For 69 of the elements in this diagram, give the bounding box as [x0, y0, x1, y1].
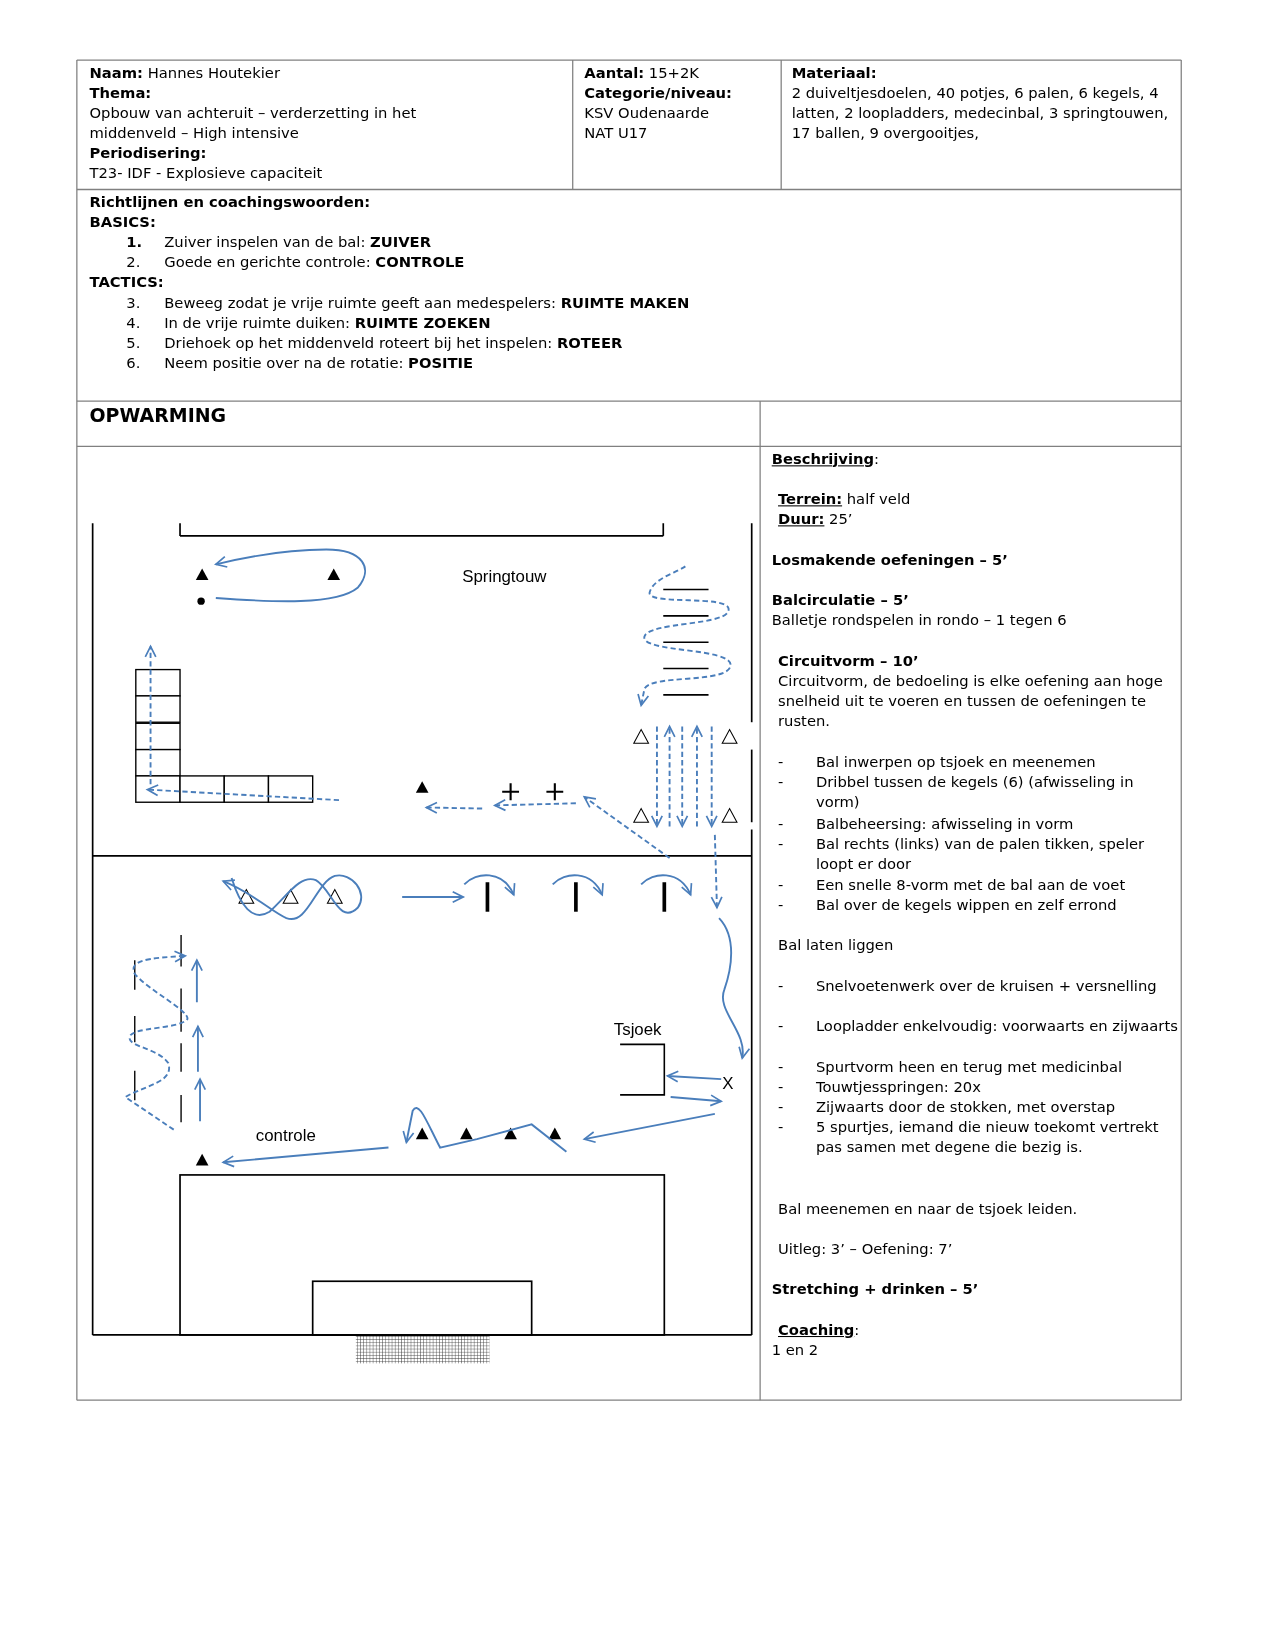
info-text: Circuitvorm, de bedoeling is elke oefening aan hoge snelheid uit te voeren en tussen de oefeningen te rusten. — [778, 671, 1164, 732]
info-text: Terrein: half veld — [778, 489, 912, 509]
list-item: Bal rechts (links) van de palen tikken, speler loopt er door — [815, 833, 1146, 874]
bullet-marker: - — [778, 1015, 785, 1036]
drawing-label: Tsjoek — [613, 1019, 663, 1041]
bullet-marker: - — [778, 1096, 785, 1117]
list-item: Snelvoetenwerk over de kruisen + versnelling — [815, 975, 1158, 996]
info-text: Bal meenemen en naar de tsjoek leiden. — [778, 1198, 1079, 1219]
list-number: 5. — [126, 333, 142, 354]
section-heading: BASICS: — [89, 212, 157, 233]
section-heading: Balcirculatie – 5’ — [771, 590, 910, 610]
section-heading: Beschrijving: — [771, 449, 880, 469]
info-text: Opbouw van achteruit – verderzetting in het middenveld – High intensive — [89, 102, 418, 143]
list-number: 6. — [126, 353, 142, 374]
list-item: Spurtvorm heen en terug met medicinbal — [815, 1056, 1124, 1077]
bullet-marker: - — [778, 772, 785, 793]
list-item: Bal inwerpen op tsjoek en meenemen — [815, 752, 1097, 773]
info-text: 1 en 2 — [771, 1339, 820, 1360]
section-heading: Coaching: — [778, 1319, 861, 1340]
list-item: Bal over de kegels wippen en zelf errond — [815, 894, 1118, 915]
drawing-label: Springtouw — [462, 566, 548, 588]
info-text: Duur: 25’ — [778, 509, 854, 529]
bullet-marker: - — [778, 813, 785, 834]
info-text: KSV Oudenaarde — [584, 102, 711, 123]
section-heading: OPWARMING — [89, 404, 228, 428]
section-heading: Thema: — [89, 82, 153, 103]
info-text: T23- IDF - Explosieve capaciteit — [89, 162, 324, 183]
list-item: Zuiver inspelen van de bal: ZUIVER — [164, 232, 433, 253]
bullet-marker: - — [778, 1116, 785, 1137]
list-number: 3. — [126, 293, 142, 314]
list-item: Driehoek op het middenveld roteert bij het inspelen: ROTEER — [164, 333, 624, 354]
list-number: 1. — [126, 232, 144, 253]
list-item: 5 spurtjes, iemand die nieuw toekomt vertrekt pas samen met degene die bezig is. — [815, 1116, 1160, 1157]
info-text: Uitleg: 3’ – Oefening: 7’ — [778, 1238, 954, 1259]
section-heading: Periodisering: — [89, 142, 208, 163]
info-text: Aantal: 15+2K — [584, 62, 700, 83]
section-heading: TACTICS: — [89, 272, 165, 293]
drawing-label: controle — [255, 1125, 317, 1147]
bullet-marker: - — [778, 1056, 785, 1077]
bullet-marker: - — [778, 833, 785, 854]
section-heading: Stretching + drinken – 5’ — [771, 1278, 980, 1299]
section-heading: Losmakende oefeningen – 5’ — [771, 550, 1009, 570]
info-text: Naam: Hannes Houtekier — [89, 62, 281, 83]
bullet-marker: - — [778, 752, 785, 773]
section-heading: Circuitvorm – 10’ — [778, 651, 920, 672]
info-text: Balletje rondspelen in rondo – 1 tegen 6 — [771, 610, 1068, 630]
list-item: Zijwaarts door de stokken, met overstap — [815, 1096, 1117, 1117]
section-heading: Materiaal: — [791, 62, 878, 83]
list-number: 2. — [126, 252, 142, 273]
list-item: Een snelle 8-vorm met de bal aan de voet — [815, 874, 1127, 895]
bullet-marker: - — [778, 1076, 785, 1097]
bullet-marker: - — [778, 874, 785, 895]
list-item: Loopladder enkelvoudig: voorwaarts en zijwaarts — [815, 1015, 1179, 1036]
info-text: 2 duiveltjesdoelen, 40 potjes, 6 palen, 6 kegels, 4 latten, 2 loopladders, medecinbal, 3 springtouwen, 17 ballen, 9 overgooitjes, — [791, 82, 1170, 143]
list-item: Touwtjesspringen: 20x — [815, 1076, 982, 1097]
list-item: Dribbel tussen de kegels (6) (afwisseling in vorm) — [815, 772, 1135, 813]
bullet-marker: - — [778, 975, 785, 996]
list-item: Neem positie over na de rotatie: POSITIE — [164, 353, 475, 374]
list-item: Goede en gerichte controle: CONTROLE — [164, 252, 466, 273]
list-item: Beweeg zodat je vrije ruimte geeft aan medespelers: RUIMTE MAKEN — [164, 293, 691, 314]
drawing-label: X — [722, 1072, 735, 1094]
section-heading: Categorie/niveau: — [584, 82, 733, 103]
list-item: Balbeheersing: afwisseling in vorm — [815, 813, 1075, 834]
list-item: In de vrije ruimte duiken: RUIMTE ZOEKEN — [164, 313, 492, 334]
section-heading: Richtlijnen en coachingswoorden: — [89, 192, 372, 213]
bullet-marker: - — [778, 894, 785, 915]
info-text: Bal laten liggen — [778, 934, 895, 955]
list-number: 4. — [126, 313, 142, 334]
info-text: NAT U17 — [584, 122, 649, 143]
